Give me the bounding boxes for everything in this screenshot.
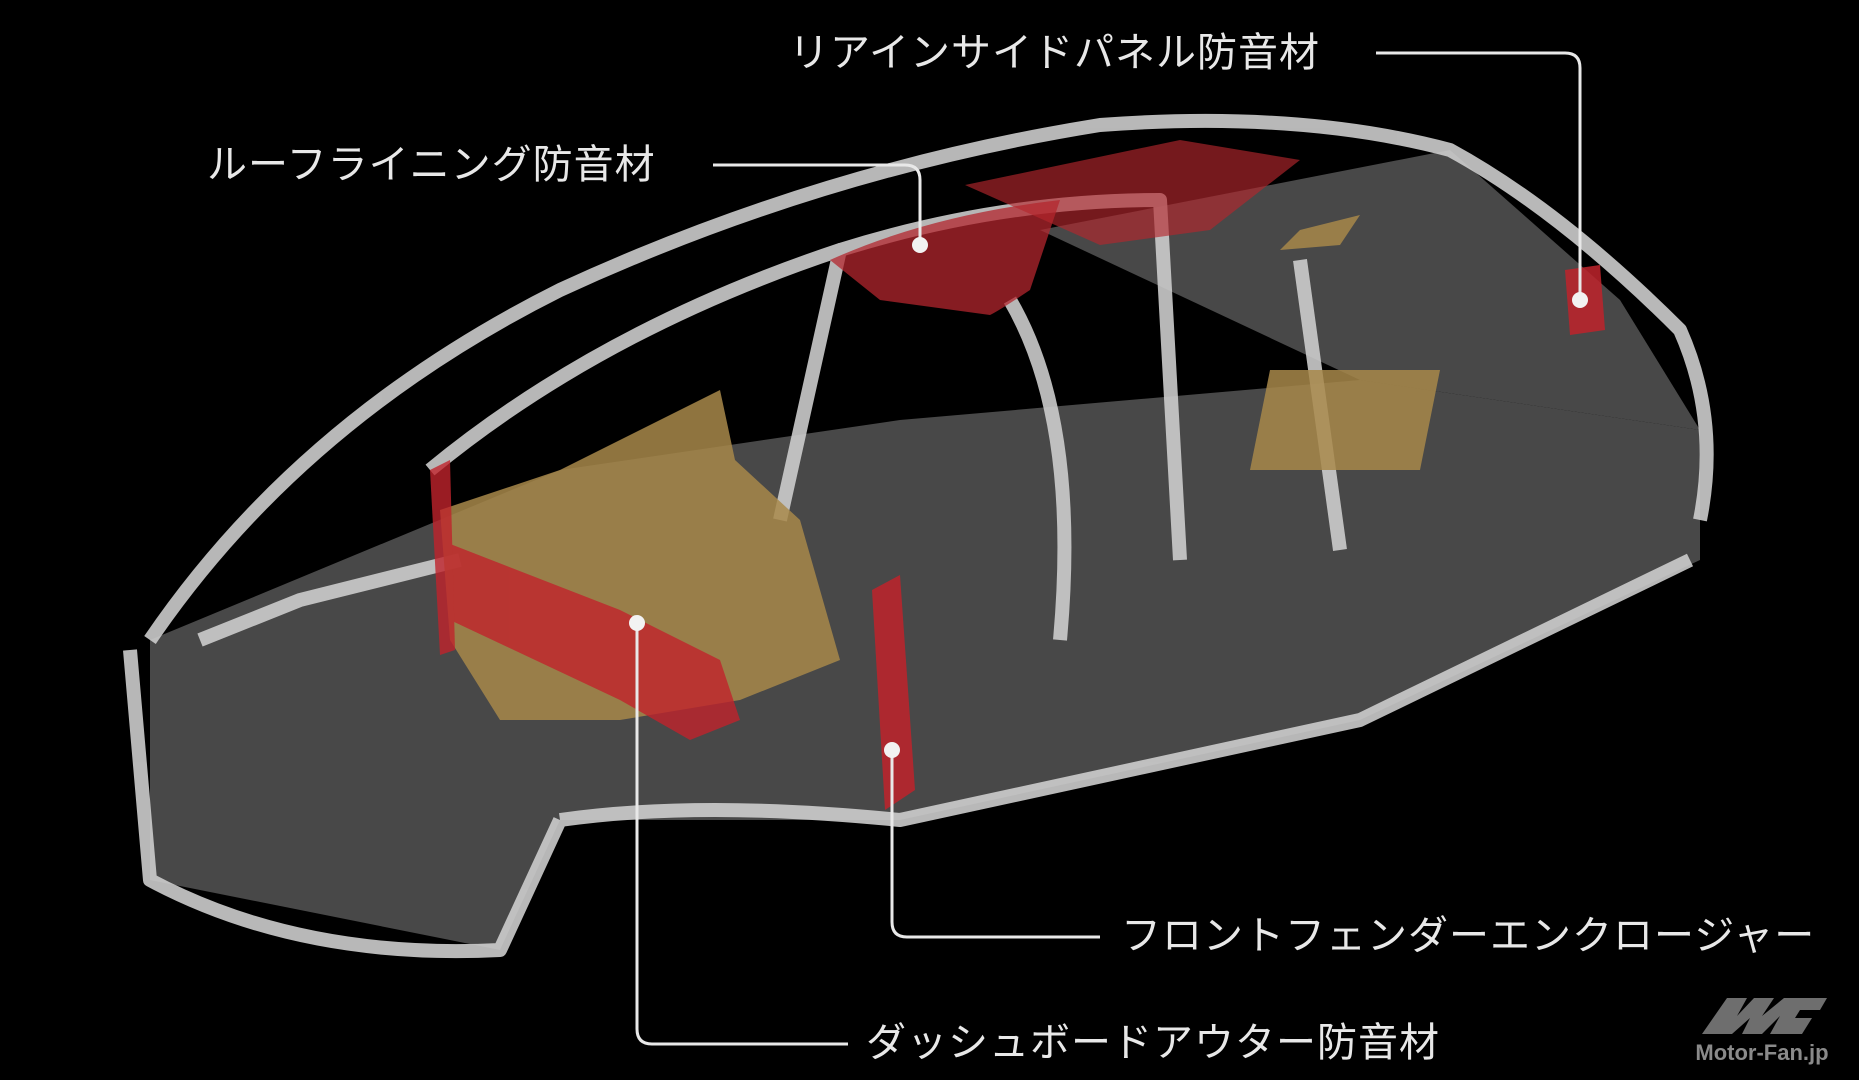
label-roof-lining: ルーフライニング防音材 [207,142,656,188]
label-front-fender-enclosure: フロントフェンダーエンクロージャー [1121,913,1816,959]
callout-lines [635,51,1582,1046]
front-fender-enclosure [872,575,915,810]
roof-lining-insulation [830,140,1300,315]
label-rear-inside-panel: リアインサイドパネル防音材 [789,30,1320,76]
logo-text: Motor-Fan.jp [1695,1040,1829,1065]
dashboard-outer-insulation [430,460,740,740]
car-body-frame [123,113,1714,959]
motor-fan-logo: Motor-Fan.jp [1687,996,1837,1066]
callout-dots [629,237,1588,758]
mf-logo-icon [1702,998,1827,1034]
label-dashboard-outer: ダッシュボードアウター防音材 [866,1020,1440,1066]
